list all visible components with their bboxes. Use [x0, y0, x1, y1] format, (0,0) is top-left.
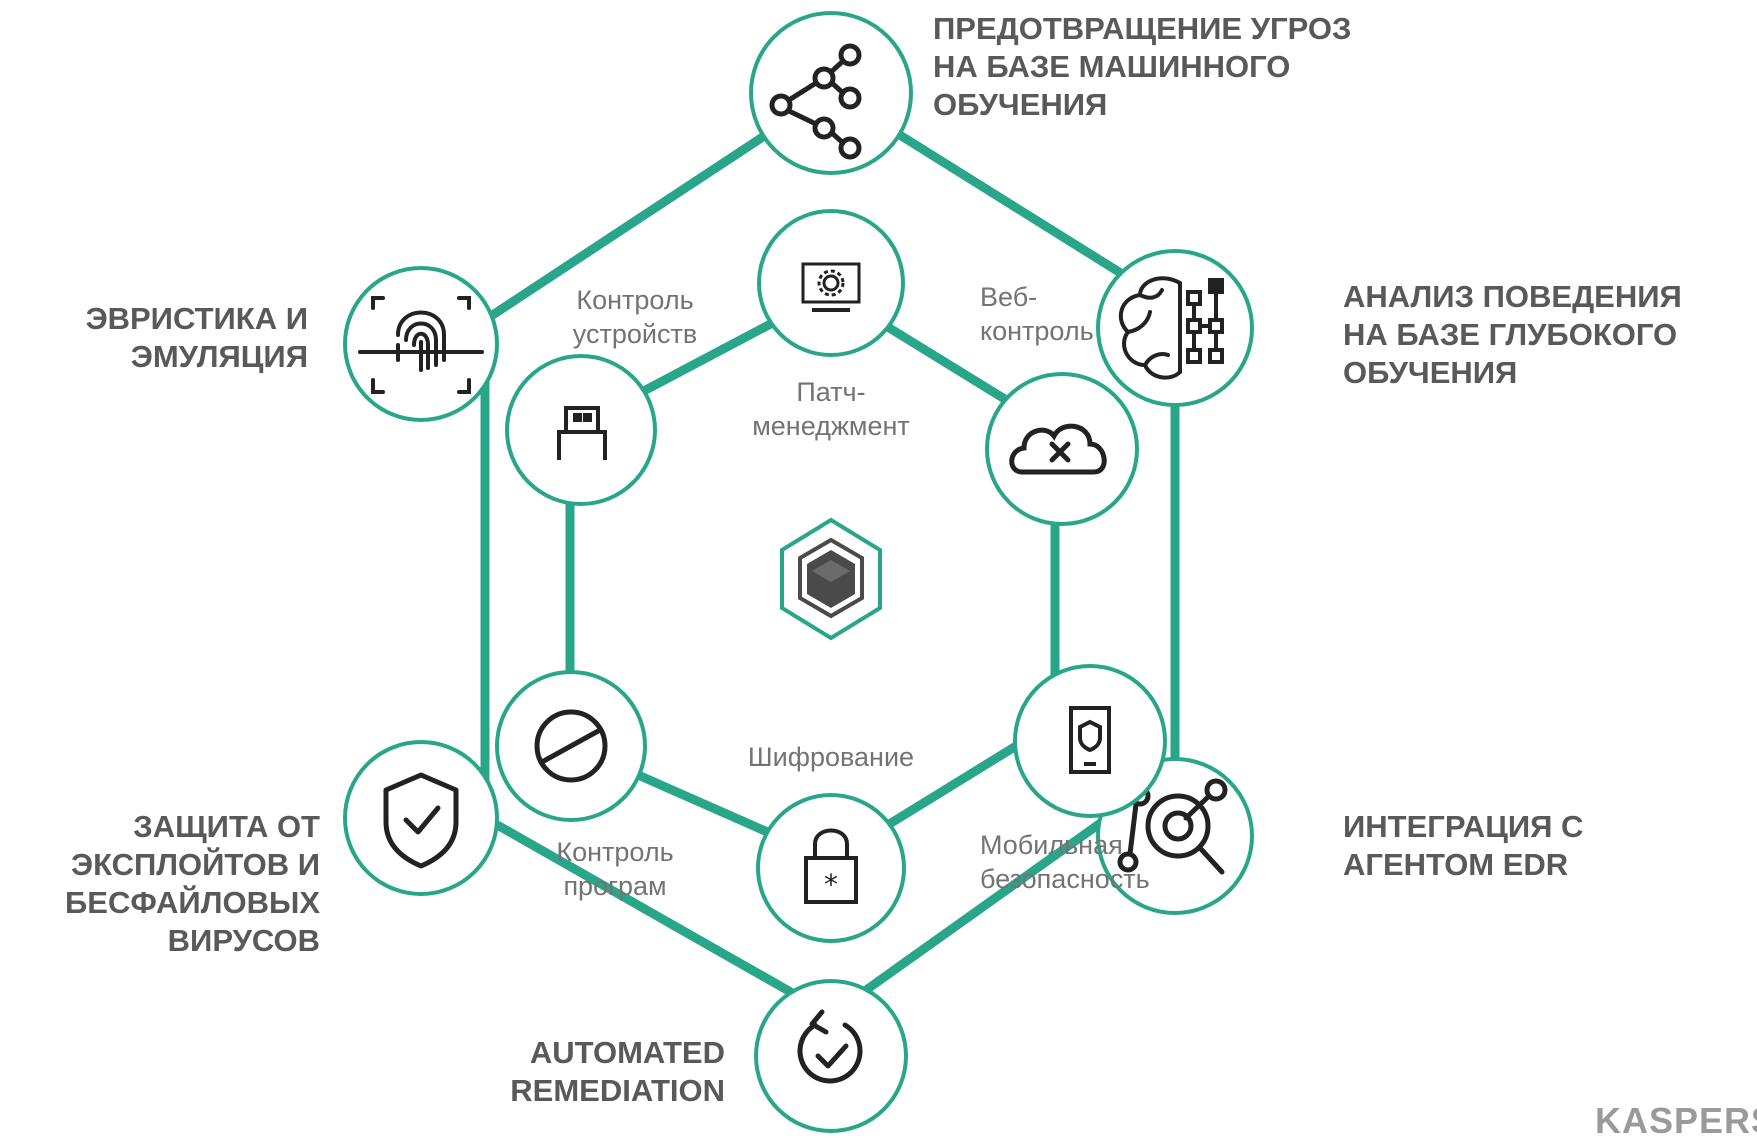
label-line: АГЕНТОМ EDR	[1343, 847, 1569, 882]
label-line: Контроль	[576, 285, 694, 315]
node-devices	[505, 354, 657, 506]
phone-shield-icon	[1069, 706, 1111, 774]
label-heuristics: ЭВРИСТИКА И ЭМУЛЯЦИЯ	[0, 300, 308, 376]
target-nodes-icon	[1117, 778, 1228, 875]
label-encryption: Шифрование	[736, 740, 926, 774]
node-web	[985, 372, 1139, 526]
label-line: менеджмент	[752, 411, 910, 441]
label-line: ЗАЩИТА ОТ	[133, 809, 320, 844]
label-line: REMEDIATION	[510, 1073, 725, 1108]
label-exploit: ЗАЩИТА ОТ ЭКСПЛОЙТОВ И БЕСФАЙЛОВЫХ ВИРУС…	[0, 808, 320, 960]
label-line: Мобильная	[980, 830, 1123, 860]
label-edr: ИНТЕГРАЦИЯ С АГЕНТОМ EDR	[1343, 808, 1583, 884]
node-ml	[749, 11, 913, 175]
svg-text:*: *	[824, 868, 838, 901]
label-line: ВИРУСОВ	[167, 923, 320, 958]
label-remediation: AUTOMATED REMEDIATION	[420, 1034, 725, 1110]
label-ml: ПРЕДОТВРАЩЕНИЕ УГРОЗ НА БАЗЕ МАШИННОГО О…	[933, 10, 1351, 124]
label-devices: Контроль устройств	[550, 283, 720, 351]
cloud-cross-icon	[1009, 423, 1107, 475]
label-line: безопасность	[980, 864, 1150, 894]
block-circle-icon	[534, 709, 608, 783]
label-line: ЭВРИСТИКА И	[85, 301, 308, 336]
kaspersky-hexagon-cube-icon	[780, 517, 882, 641]
node-remediation	[754, 979, 908, 1133]
label-line: НА БАЗЕ МАШИННОГО	[933, 49, 1291, 84]
node-heuristics	[343, 266, 499, 422]
label-line: ОБУЧЕНИЯ	[933, 87, 1108, 122]
rollback-check-icon	[797, 1009, 863, 1084]
label-line: Патч-	[796, 377, 866, 407]
brain-circuit-icon	[1118, 276, 1224, 380]
label-apps: Контроль програм	[540, 835, 690, 903]
shield-check-icon	[383, 772, 459, 869]
label-web: Веб- контроль	[980, 280, 1094, 348]
label-line: ПРЕДОТВРАЩЕНИЕ УГРОЗ	[933, 11, 1352, 46]
node-dl	[1096, 249, 1254, 407]
label-patch: Патч- менеджмент	[746, 375, 916, 443]
node-encryption: *	[756, 793, 906, 943]
label-dl: АНАЛИЗ ПОВЕДЕНИЯ НА БАЗЕ ГЛУБОКОГО ОБУЧЕ…	[1343, 278, 1682, 392]
branching-nodes-icon	[769, 43, 862, 160]
fingerprint-scan-icon	[358, 296, 484, 394]
label-line: АНАЛИЗ ПОВЕДЕНИЯ	[1343, 279, 1682, 314]
label-line: Веб-	[980, 282, 1038, 312]
label-mobile: Мобильная безопасность	[980, 828, 1150, 896]
label-line: ИНТЕГРАЦИЯ С	[1343, 809, 1584, 844]
label-line: БЕСФАЙЛОВЫХ	[65, 885, 320, 920]
node-exploit	[343, 740, 499, 896]
label-line: AUTOMATED	[529, 1035, 725, 1070]
node-mobile	[1013, 664, 1167, 818]
monitor-gear-icon	[801, 262, 861, 312]
label-line: НА БАЗЕ ГЛУБОКОГО	[1343, 317, 1678, 352]
label-line: ЭМУЛЯЦИЯ	[130, 339, 308, 374]
label-line: устройств	[572, 319, 698, 349]
label-line: ОБУЧЕНИЯ	[1343, 355, 1518, 390]
label-line: Шифрование	[747, 742, 915, 772]
lock-asterisk-icon: *	[804, 828, 858, 904]
node-apps	[495, 670, 647, 822]
node-patch	[757, 209, 905, 357]
kaspersky-logo: KASPERSKY	[1595, 1100, 1757, 1141]
usb-plug-icon	[557, 406, 607, 460]
label-line: Контроль	[556, 837, 674, 867]
label-line: контроль	[980, 316, 1094, 346]
label-line: програм	[563, 871, 667, 901]
label-line: ЭКСПЛОЙТОВ И	[71, 847, 320, 882]
